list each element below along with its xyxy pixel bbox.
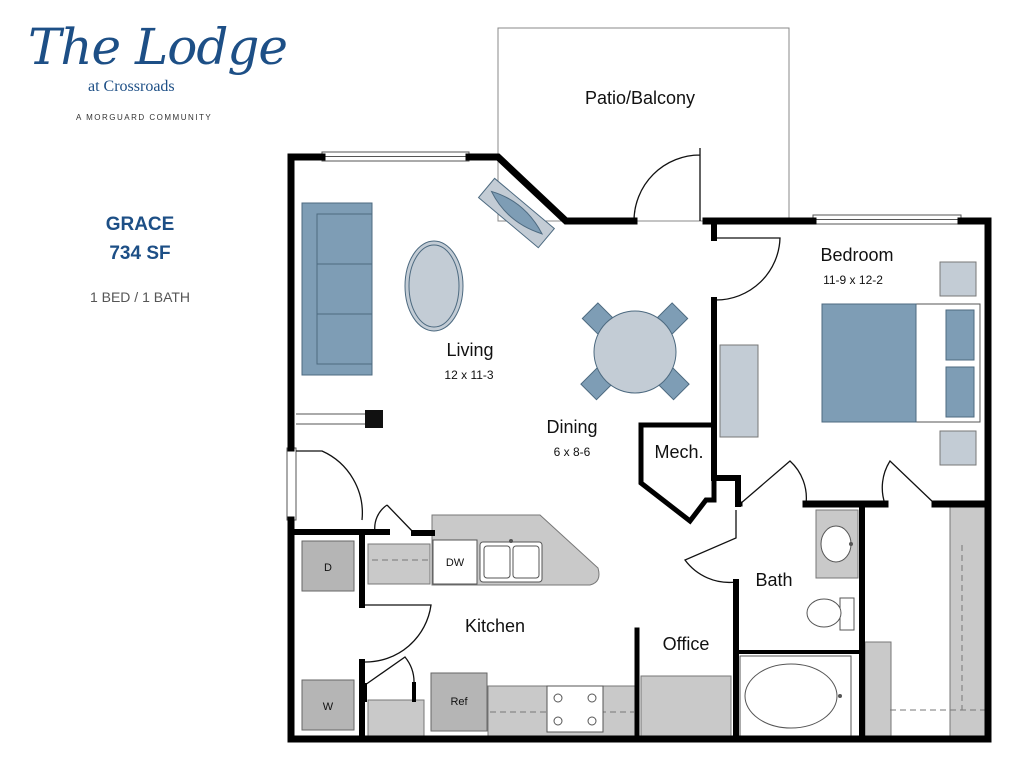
refrigerator-label: Ref <box>450 696 468 708</box>
fireplace-column <box>365 410 383 428</box>
stove <box>546 685 604 733</box>
tv-console <box>477 177 556 249</box>
washer-label: W <box>323 701 334 713</box>
room-label-dining: Dining <box>546 417 597 437</box>
logo-title: The Lodge <box>28 18 288 76</box>
room-label-office: Office <box>663 634 710 654</box>
toilet <box>806 597 855 631</box>
room-label-living: Living <box>446 340 493 360</box>
sofa <box>301 202 373 376</box>
window-bedroom <box>812 214 962 225</box>
bed <box>821 303 981 423</box>
office-desk <box>640 675 732 737</box>
patio-outline <box>497 27 790 222</box>
nightstand-bottom <box>939 430 977 466</box>
coffee-table <box>404 240 464 332</box>
dryer <box>301 540 355 592</box>
logo-tagline: A MORGUARD COMMUNITY <box>76 113 213 122</box>
plan-beds-baths: 1 BED / 1 BATH <box>89 289 191 305</box>
room-dims-dining: 6 x 8-6 <box>554 445 591 459</box>
washer <box>301 679 355 731</box>
laundry-shelf <box>367 543 431 585</box>
bathtub <box>739 655 852 737</box>
dining-set <box>580 302 690 401</box>
laundry-shelf-lower <box>367 699 425 737</box>
bath-linen <box>864 641 892 737</box>
room-dims-living: 12 x 11-3 <box>444 368 493 382</box>
refrigerator <box>430 672 488 732</box>
room-label-bedroom: Bedroom <box>820 245 893 265</box>
plan-area: 734 SF <box>109 243 171 264</box>
dresser <box>719 344 759 438</box>
closet-shelf <box>949 505 989 737</box>
room-label-bath: Bath <box>755 570 792 590</box>
plan-name: GRACE <box>105 214 175 235</box>
room-label-mech: Mech. <box>654 442 703 462</box>
dryer-label: D <box>324 562 332 574</box>
logo-subtitle: at Crossroads <box>88 78 175 95</box>
room-dims-bedroom: 11-9 x 12-2 <box>823 273 883 287</box>
room-label-kitchen: Kitchen <box>465 616 525 636</box>
window-side <box>286 447 297 521</box>
dishwasher <box>432 539 478 585</box>
room-label-patio: Patio/Balcony <box>585 88 695 108</box>
kitchen-sink <box>479 539 543 583</box>
bathroom-sink <box>815 509 859 579</box>
dishwasher-label: DW <box>446 557 465 569</box>
window-living <box>321 151 470 162</box>
nightstand-top <box>939 261 977 297</box>
walls <box>287 153 992 743</box>
door-swings <box>296 148 936 686</box>
